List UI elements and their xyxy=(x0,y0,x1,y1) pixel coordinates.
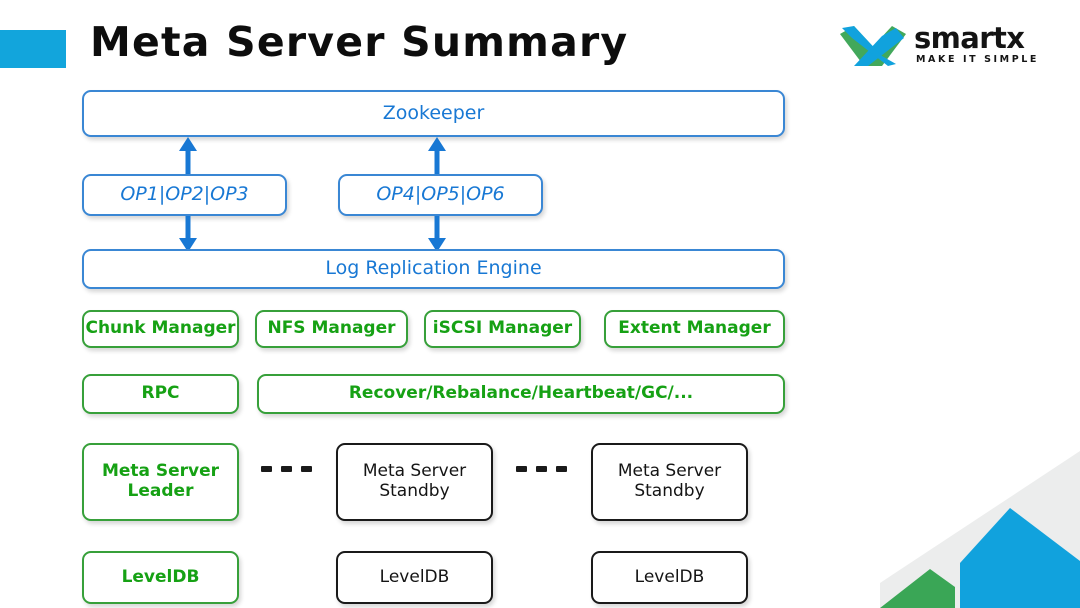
dot xyxy=(301,466,312,472)
chevron-gray xyxy=(880,451,1080,608)
node-background-services-label: Recover/Rebalance/Heartbeat/GC/... xyxy=(348,383,694,404)
node-rpc[interactable]: RPC xyxy=(82,374,239,414)
dot xyxy=(261,466,272,472)
node-op-group-2-label: OP4|OP5|OP6 xyxy=(376,183,505,206)
node-extent-manager[interactable]: Extent Manager xyxy=(604,310,785,348)
node-chunk-manager-label: Chunk Manager xyxy=(85,318,236,339)
chevron-green xyxy=(880,569,955,608)
node-meta-server-leader-line2: Leader xyxy=(127,481,194,501)
logo-tagline: MAKE IT SIMPLE xyxy=(916,54,1040,65)
node-meta-server-leader-line1: Meta Server xyxy=(101,461,220,482)
title-accent-block xyxy=(0,30,66,68)
node-op-group-2[interactable]: OP4|OP5|OP6 xyxy=(338,174,543,216)
smartx-logo-mark xyxy=(840,26,906,66)
node-nfs-manager-label: NFS Manager xyxy=(267,318,396,339)
dot xyxy=(556,466,567,472)
separator-dots-1 xyxy=(261,466,312,472)
decorative-corner-art xyxy=(880,433,1080,608)
node-meta-server-standby-2-line1: Meta Server xyxy=(617,461,722,482)
node-iscsi-manager[interactable]: iSCSI Manager xyxy=(424,310,581,348)
node-leveldb-2[interactable]: LevelDB xyxy=(336,551,493,604)
node-rpc-label: RPC xyxy=(141,383,180,404)
node-log-replication-engine[interactable]: Log Replication Engine xyxy=(82,249,785,289)
node-leveldb-2-label: LevelDB xyxy=(379,566,450,587)
separator-dots-2 xyxy=(516,466,567,472)
page-title: Meta Server Summary xyxy=(90,18,629,66)
node-leveldb-1-label: LevelDB xyxy=(121,566,200,587)
node-leveldb-3-label: LevelDB xyxy=(634,566,705,587)
node-meta-server-standby-2-line2: Standby xyxy=(634,481,705,501)
node-nfs-manager[interactable]: NFS Manager xyxy=(255,310,408,348)
arrow-op4-zookeeper xyxy=(428,137,446,175)
node-leveldb-1[interactable]: LevelDB xyxy=(82,551,239,604)
arrow-op1-log-engine xyxy=(179,216,197,252)
node-chunk-manager[interactable]: Chunk Manager xyxy=(82,310,239,348)
dot xyxy=(281,466,292,472)
logo-wordmark: smartx xyxy=(914,21,1025,55)
corner-chevrons xyxy=(880,451,1080,608)
chevron-blue xyxy=(960,508,1080,608)
node-meta-server-leader[interactable]: Meta Server Leader xyxy=(82,443,239,521)
smartx-logo: smartx MAKE IT SIMPLE xyxy=(838,22,1044,70)
node-meta-server-standby-1[interactable]: Meta Server Standby xyxy=(336,443,493,521)
node-meta-server-standby-1-line1: Meta Server xyxy=(362,461,467,482)
node-zookeeper[interactable]: Zookeeper xyxy=(82,90,785,137)
node-log-replication-engine-label: Log Replication Engine xyxy=(325,257,542,280)
node-meta-server-standby-1-line2: Standby xyxy=(379,481,450,501)
node-extent-manager-label: Extent Manager xyxy=(618,318,771,339)
arrow-op4-log-engine xyxy=(428,216,446,252)
node-iscsi-manager-label: iSCSI Manager xyxy=(432,318,573,339)
node-op-group-1[interactable]: OP1|OP2|OP3 xyxy=(82,174,287,216)
dot xyxy=(536,466,547,472)
node-meta-server-standby-2[interactable]: Meta Server Standby xyxy=(591,443,748,521)
dot xyxy=(516,466,527,472)
node-background-services[interactable]: Recover/Rebalance/Heartbeat/GC/... xyxy=(257,374,785,414)
node-leveldb-3[interactable]: LevelDB xyxy=(591,551,748,604)
node-op-group-1-label: OP1|OP2|OP3 xyxy=(120,183,249,206)
arrow-op1-zookeeper xyxy=(179,137,197,175)
node-zookeeper-label: Zookeeper xyxy=(382,101,485,124)
